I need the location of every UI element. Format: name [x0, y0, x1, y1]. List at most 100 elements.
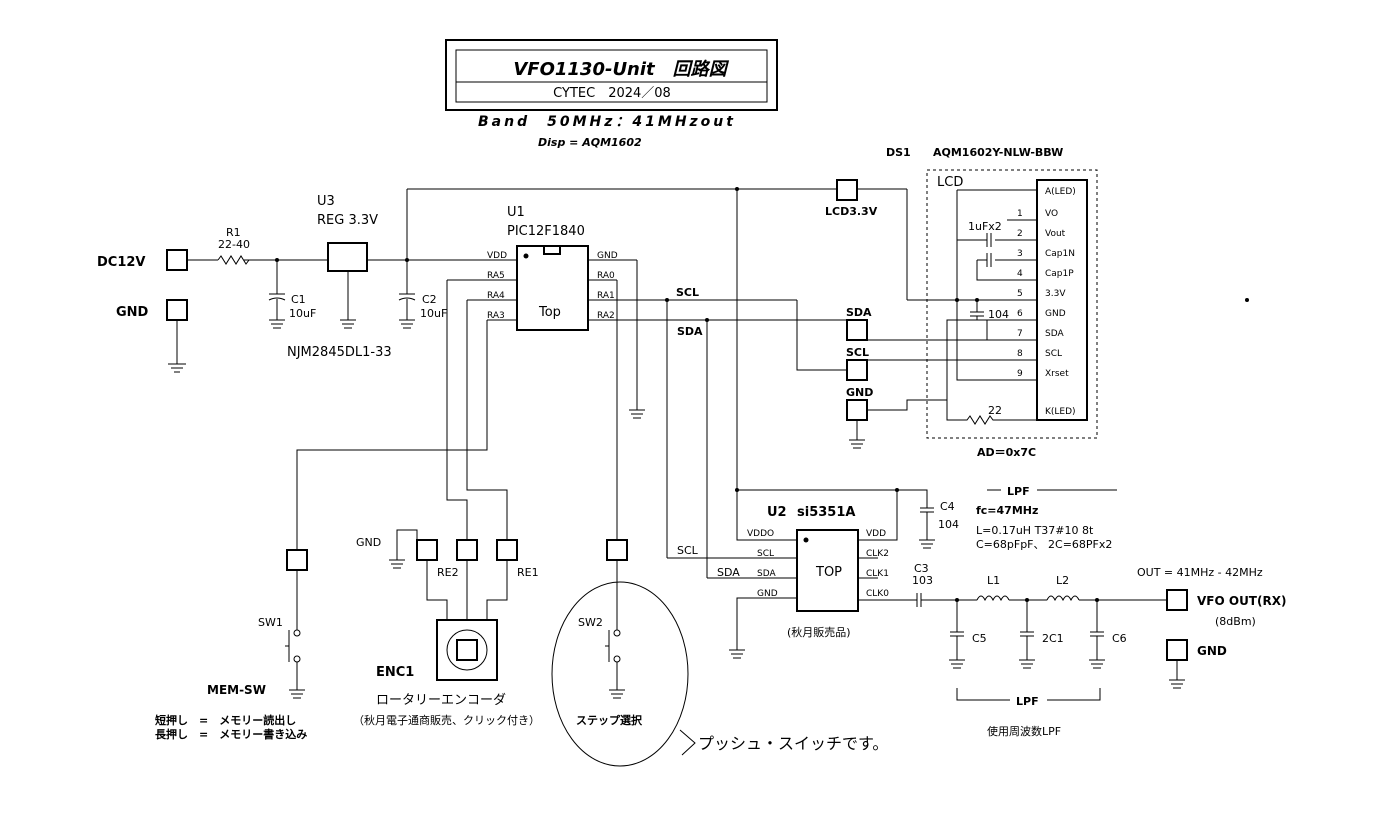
lpf-fc: fc=47MHz	[976, 504, 1038, 517]
bus-sda-label: SDA	[677, 325, 703, 338]
enc-ref: ENC1	[376, 665, 414, 680]
u1-pin-ra3: RA3	[487, 311, 505, 321]
conn-sda-label: SDA	[846, 306, 872, 319]
u2-ref: U2	[767, 505, 787, 520]
controls-section: SW1 MEM-SW 短押し = メモリー読出し 長押し = メモリー書き込み …	[155, 280, 888, 767]
bus-scl-label: SCL	[676, 286, 699, 299]
lcd-pin-vout: Vout	[1045, 229, 1066, 239]
lcd-pin-k: K(LED)	[1045, 407, 1076, 417]
lcd-pin-num: 1	[1017, 209, 1023, 219]
u2-pin-scl: SCL	[757, 549, 774, 559]
title-band: Band 50MHz：41MHzout	[478, 114, 736, 130]
r1-resistor	[217, 255, 250, 265]
dc-in-pad[interactable]	[166, 249, 188, 271]
u2-pin-vddo: VDDO	[747, 529, 774, 539]
lcd-cap104: 104	[988, 308, 1009, 321]
sw1-pad[interactable]	[286, 549, 308, 571]
lcd-gnd-pad[interactable]	[846, 399, 868, 421]
mem-sw-label: MEM-SW	[207, 683, 266, 697]
conn-gnd-label: GND	[846, 386, 873, 399]
sw2-ref: SW2	[578, 616, 603, 629]
u2-bus-scl: SCL	[677, 544, 699, 557]
lcd-ref: DS1	[886, 146, 911, 159]
mcu-u1: U1 PIC12F1840 Top VDD RA5 RA4 RA3 GND RA…	[447, 205, 837, 331]
u1-ref: U1	[507, 205, 525, 220]
gnd-in-label: GND	[116, 305, 149, 320]
title-main: VFO1130-Unit 回路図	[513, 59, 729, 80]
u2-pin-clk2: CLK2	[866, 549, 889, 559]
vfo-out-label: VFO OUT(RX)	[1197, 594, 1286, 608]
lcd-pin-num: 8	[1017, 349, 1023, 359]
enc-pad-re1[interactable]	[496, 539, 518, 561]
scl-pad[interactable]	[846, 359, 868, 381]
u2-pin-clk1: CLK1	[866, 569, 889, 579]
re2-label: RE2	[437, 566, 459, 579]
lcd-pin-vo: VO	[1045, 209, 1058, 219]
u1-pin-vdd: VDD	[487, 251, 507, 261]
lcd-part: AQM1602Y-NLW-BBW	[933, 146, 1063, 159]
push-note: プッシュ・スイッチです。	[698, 734, 888, 753]
u3-part: NJM2845DL1-33	[287, 345, 392, 360]
enc-gnd-label: GND	[356, 536, 381, 549]
lcd-pin-numbers: 1 2 3 4 5 6 7 8 9	[1017, 209, 1023, 379]
lpf-l1: L1	[987, 574, 1000, 587]
lpf-l2: L2	[1056, 574, 1069, 587]
lpf-c5: C5	[972, 632, 987, 645]
out-gnd-label: GND	[1197, 644, 1227, 658]
u1-body: Top	[538, 305, 561, 320]
lcd-ds1: DS1 AQM1602Y-NLW-BBW LCD A(LED) VO Vout …	[886, 146, 1098, 459]
u3-regulator	[327, 242, 368, 272]
enc-pad-re2[interactable]	[456, 539, 478, 561]
u3-val: REG 3.3V	[317, 213, 378, 228]
lcd-box-label: LCD	[937, 175, 963, 190]
title-sub: CYTEC 2024／08	[553, 86, 671, 101]
c2-ref: C2	[422, 293, 437, 306]
u2-pin-gnd: GND	[757, 589, 778, 599]
sw2-highlight	[551, 581, 689, 767]
lcd33-label: LCD3.3V	[825, 205, 878, 218]
lcd-pin-33v: 3.3V	[1045, 289, 1066, 299]
lcd-pin-a: A(LED)	[1045, 187, 1076, 197]
re1-label: RE1	[517, 566, 539, 579]
lcd-pin-num: 3	[1017, 249, 1023, 259]
u3-ref: U3	[317, 194, 335, 209]
synth-u2: U2 si5351A TOP (秋月販売品) VDDO SCL SDA GND …	[677, 488, 959, 659]
short-press-text: 短押し = メモリー読出し	[155, 713, 296, 727]
sw1-ref: SW1	[258, 616, 283, 629]
lpf-c6: C6	[1112, 632, 1127, 645]
lcd-pin-num: 5	[1017, 289, 1023, 299]
vfo-out-pad[interactable]	[1166, 589, 1188, 611]
title-disp: Disp = AQM1602	[538, 136, 642, 149]
title-block: VFO1130-Unit 回路図 CYTEC 2024／08 Band 50MH…	[445, 39, 778, 149]
u2-pin-sda: SDA	[757, 569, 776, 579]
u2-body: TOP	[815, 565, 842, 580]
vfo-out-level: (8dBm)	[1215, 615, 1256, 628]
out-gnd-pad[interactable]	[1166, 639, 1188, 661]
lcd-pin-xrset: Xrset	[1045, 369, 1069, 379]
lcd-pin-sda: SDA	[1045, 329, 1064, 339]
lcd-address: AD＝0x7C	[977, 446, 1036, 459]
u1-part: PIC12F1840	[507, 224, 585, 239]
sw2-pad[interactable]	[606, 539, 628, 561]
r1-val: 22-40	[218, 238, 250, 251]
c1-val: 10uF	[289, 307, 316, 320]
enc-note: （秋月電子通商販売、クリック付き）	[353, 713, 540, 727]
lcd-pin-gnd: GND	[1045, 309, 1066, 319]
step-label: ステップ選択	[576, 713, 643, 727]
u2-part: si5351A	[797, 505, 855, 520]
lcd-pin-num: 4	[1017, 269, 1023, 279]
dc-in-label: DC12V	[97, 255, 145, 270]
gnd-in-pad[interactable]	[166, 299, 188, 321]
u2-pin-clk0: CLK0	[866, 589, 889, 599]
lcd33-pad[interactable]	[836, 179, 858, 201]
u1-left-pins: VDD RA5 RA4 RA3	[487, 251, 507, 321]
r1-ref: R1	[226, 226, 241, 239]
lcd-pin-num: 9	[1017, 369, 1023, 379]
lpf-section: LPF fc=47MHz L=0.17uH T37#10 8t C=68pFpF…	[921, 485, 1286, 738]
lcd-pin-cap1p: Cap1P	[1045, 269, 1074, 279]
u2-bus-sda: SDA	[717, 566, 740, 579]
c2-val: 10uF	[420, 307, 447, 320]
lcd-pin-names: A(LED) VO Vout Cap1N Cap1P 3.3V GND SDA …	[1045, 187, 1076, 417]
sda-pad[interactable]	[846, 319, 868, 341]
enc-pad-gnd[interactable]	[416, 539, 438, 561]
